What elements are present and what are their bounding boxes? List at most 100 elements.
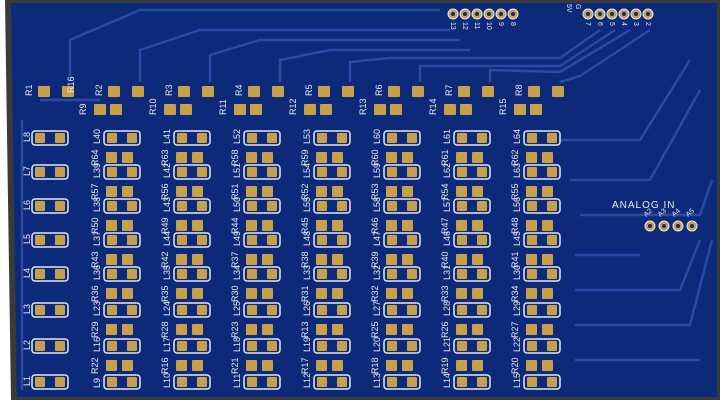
grid-resistor-R36-pad-b bbox=[122, 288, 133, 299]
grid-resistor-R61-pad-a bbox=[456, 152, 467, 163]
grid-led-L11-body bbox=[259, 378, 265, 386]
led-L1-body bbox=[47, 378, 53, 386]
grid-led-L55-pad-a bbox=[317, 201, 327, 211]
grid-resistor-R64-pad-b bbox=[122, 152, 133, 163]
grid-led-L9-pad-a bbox=[107, 377, 117, 387]
grid-led-L51-pad-a bbox=[247, 167, 257, 177]
grid-resistor-R47-pad-a bbox=[456, 220, 467, 231]
grid-resistor-label-R16: R16 bbox=[160, 357, 170, 374]
grid-led-L58-body bbox=[399, 202, 405, 210]
grid-led-L21-outline bbox=[453, 338, 491, 354]
trace-1 bbox=[138, 28, 450, 82]
grid-led-L55-outline bbox=[313, 198, 351, 214]
resistor-label-R7: R7 bbox=[444, 84, 454, 96]
grid-led-L19-body bbox=[329, 342, 335, 350]
grid-led-L29-body bbox=[539, 306, 545, 314]
grid-led-label-L33: L33 bbox=[302, 265, 312, 280]
grid-led-L62-pad-a bbox=[457, 167, 467, 177]
grid-led-L56-outline bbox=[523, 198, 561, 214]
grid-resistor-R52-pad-b bbox=[332, 186, 343, 197]
grid-led-L22-body bbox=[539, 342, 545, 350]
header-hole-8 bbox=[511, 12, 515, 16]
grid-led-L14-body bbox=[469, 378, 475, 386]
grid-led-L29-outline bbox=[523, 302, 561, 318]
grid-resistor-label-R63: R63 bbox=[160, 149, 170, 166]
grid-resistor-label-R38: R38 bbox=[300, 251, 310, 268]
grid-led-label-L42: L42 bbox=[162, 163, 172, 178]
header-label-4: 4 bbox=[620, 22, 627, 26]
grid-led-L18-body bbox=[259, 342, 265, 350]
analog-hole-A5 bbox=[690, 224, 694, 228]
grid-resistor-R43-pad-a bbox=[106, 254, 117, 265]
grid-led-L62-outline bbox=[453, 164, 491, 180]
grid-led-L39-pad-a bbox=[107, 167, 117, 177]
resistor-R10-pad-a bbox=[164, 104, 176, 115]
resistor-R11-pad-b bbox=[250, 104, 262, 115]
grid-resistor-R44-pad-b bbox=[262, 220, 273, 231]
resistor-R5-pad-a bbox=[318, 86, 330, 97]
grid-led-L30-pad-b bbox=[547, 269, 557, 279]
grid-led-L31-pad-a bbox=[457, 269, 467, 279]
grid-led-L25-pad-a bbox=[247, 305, 257, 315]
grid-resistor-R60-pad-a bbox=[386, 152, 397, 163]
grid-led-L39-pad-b bbox=[127, 167, 137, 177]
grid-led-label-L46: L46 bbox=[442, 231, 452, 246]
grid-resistor-R47-pad-b bbox=[472, 220, 483, 231]
grid-resistor-R55-pad-a bbox=[526, 186, 537, 197]
grid-led-L44-pad-a bbox=[177, 235, 187, 245]
grid-led-L52-body bbox=[259, 134, 265, 142]
resistor-label-R3: R3 bbox=[164, 84, 174, 96]
header-label-3: 3 bbox=[632, 22, 639, 26]
grid-led-L27-body bbox=[399, 306, 405, 314]
grid-led-L13-outline bbox=[383, 374, 421, 390]
grid-resistor-R54-pad-a bbox=[456, 186, 467, 197]
grid-resistor-label-R23: R23 bbox=[230, 321, 240, 338]
grid-resistor-label-R43: R43 bbox=[90, 251, 100, 268]
grid-led-L32-pad-b bbox=[407, 269, 417, 279]
grid-led-L53-pad-a bbox=[317, 133, 327, 143]
grid-resistor-label-R31: R31 bbox=[300, 285, 310, 302]
led-L3-outline bbox=[31, 302, 69, 318]
grid-resistor-R18-pad-a bbox=[386, 360, 397, 371]
grid-led-L46-body bbox=[469, 236, 475, 244]
grid-led-L29-pad-b bbox=[547, 305, 557, 315]
grid-led-L14-pad-a bbox=[457, 377, 467, 387]
resistor-R9-pad-a bbox=[94, 104, 106, 115]
grid-led-L48-outline bbox=[313, 232, 351, 248]
grid-led-L25-body bbox=[259, 306, 265, 314]
grid-resistor-R22-pad-b bbox=[122, 360, 133, 371]
grid-led-L14-outline bbox=[453, 374, 491, 390]
trace-6 bbox=[488, 28, 631, 82]
grid-led-L31-body bbox=[469, 270, 475, 278]
grid-resistor-R13-pad-b bbox=[332, 324, 343, 335]
grid-resistor-R22-pad-a bbox=[106, 360, 117, 371]
analog-hole-A2 bbox=[648, 224, 652, 228]
grid-resistor-label-R18: R18 bbox=[370, 357, 380, 374]
grid-resistor-R29-pad-b bbox=[122, 324, 133, 335]
grid-led-L57-pad-a bbox=[457, 201, 467, 211]
grid-led-L56-pad-a bbox=[527, 201, 537, 211]
grid-resistor-R13-pad-a bbox=[316, 324, 327, 335]
grid-resistor-R31-pad-a bbox=[316, 288, 327, 299]
grid-resistor-R61-pad-b bbox=[472, 152, 483, 163]
grid-resistor-R39-pad-a bbox=[386, 254, 397, 265]
grid-led-L63-pad-a bbox=[527, 167, 537, 177]
grid-led-L42-pad-b bbox=[197, 167, 207, 177]
grid-led-L35-pad-a bbox=[177, 269, 187, 279]
led-L7-pad-a bbox=[35, 167, 45, 177]
grid-resistor-label-R61: R61 bbox=[440, 149, 450, 166]
grid-led-label-L59: L59 bbox=[372, 163, 382, 178]
grid-led-L33-body bbox=[329, 270, 335, 278]
grid-led-L28-pad-b bbox=[477, 305, 487, 315]
grid-led-label-L24: L24 bbox=[162, 301, 172, 316]
grid-led-L24-body bbox=[189, 306, 195, 314]
grid-led-L44-pad-b bbox=[197, 235, 207, 245]
grid-resistor-R49-pad-b bbox=[192, 220, 203, 231]
grid-led-L34-outline bbox=[243, 266, 281, 282]
grid-led-L20-outline bbox=[383, 338, 421, 354]
resistor-R8-pad-b bbox=[552, 86, 564, 97]
grid-led-L18-pad-b bbox=[267, 341, 277, 351]
grid-led-L13-pad-b bbox=[407, 377, 417, 387]
grid-resistor-R58-pad-b bbox=[262, 152, 273, 163]
grid-resistor-label-R37: R37 bbox=[230, 251, 240, 268]
